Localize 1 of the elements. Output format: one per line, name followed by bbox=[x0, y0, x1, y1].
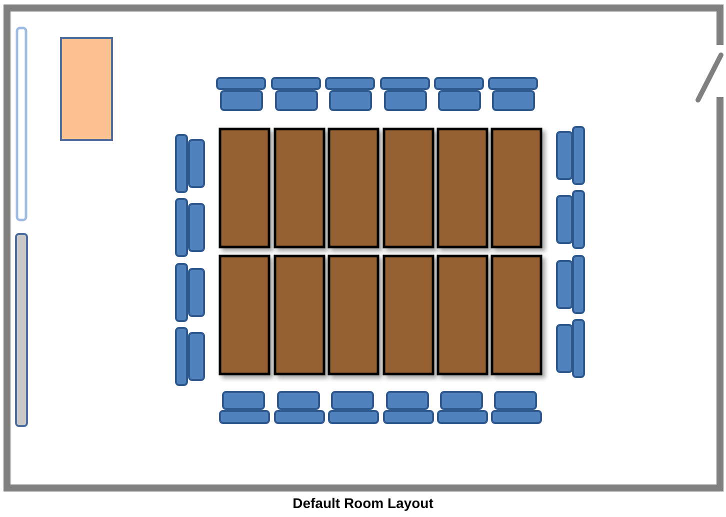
caption: Default Room Layout bbox=[292, 495, 434, 511]
